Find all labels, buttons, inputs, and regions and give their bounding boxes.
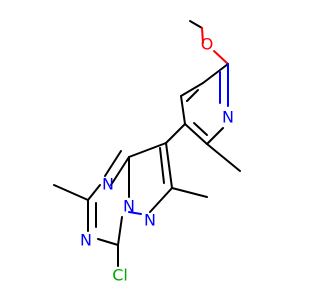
pyridine-bond-c5-c4 [180,82,204,97]
pyrazole-bond-c3-c2 [165,142,173,189]
pyridine-methyl-bond [206,143,241,172]
pyridine-bond-c2-n [206,127,224,145]
triazine-methyl-bond [53,184,89,201]
molecule-structure-diagram: O N N N N N Cl [53,20,241,285]
methyl-o-bond [189,20,203,29]
chlorine-atom: Cl [112,266,128,285]
pyrazole-bond-c2-n1 [149,187,173,213]
pyridine-bond-c3-c2 [184,123,208,145]
o-ring-bond [213,50,229,65]
pyridine-bond-c4-c3 [180,95,186,125]
triazine-nitrogen-top-atom: N [102,175,114,194]
triazine-bond-n-c [87,184,101,201]
bridgehead-nitrogen-atom: N [123,197,135,216]
triazine-double-c3a-n [104,150,122,177]
methyl-o-bond-red [201,27,204,44]
biaryl-bond [165,123,186,144]
triazine-bond-ccl-nbridge [117,216,123,246]
pyridine-double-c3-c2 [193,122,208,136]
pyrazole-methyl-bond [171,187,208,198]
pyridine-double-c5-c4 [186,89,199,102]
pyrazole-bond-nn [128,211,142,215]
triazine-bond-c3a-n [110,156,130,186]
triazine-nitrogen-bottom-atom: N [80,231,92,250]
pyrazole-nitrogen-atom: N [144,211,156,230]
oxygen-atom: O [201,35,214,54]
pyrazole-double-c3-c2 [159,147,165,184]
pyridine-bond-c6-c5 [202,63,229,84]
pyridine-nitrogen-atom: N [222,108,234,127]
pyrazole-bond-c3a-c3 [128,142,167,158]
triazine-bond-n-ccl [97,238,119,246]
